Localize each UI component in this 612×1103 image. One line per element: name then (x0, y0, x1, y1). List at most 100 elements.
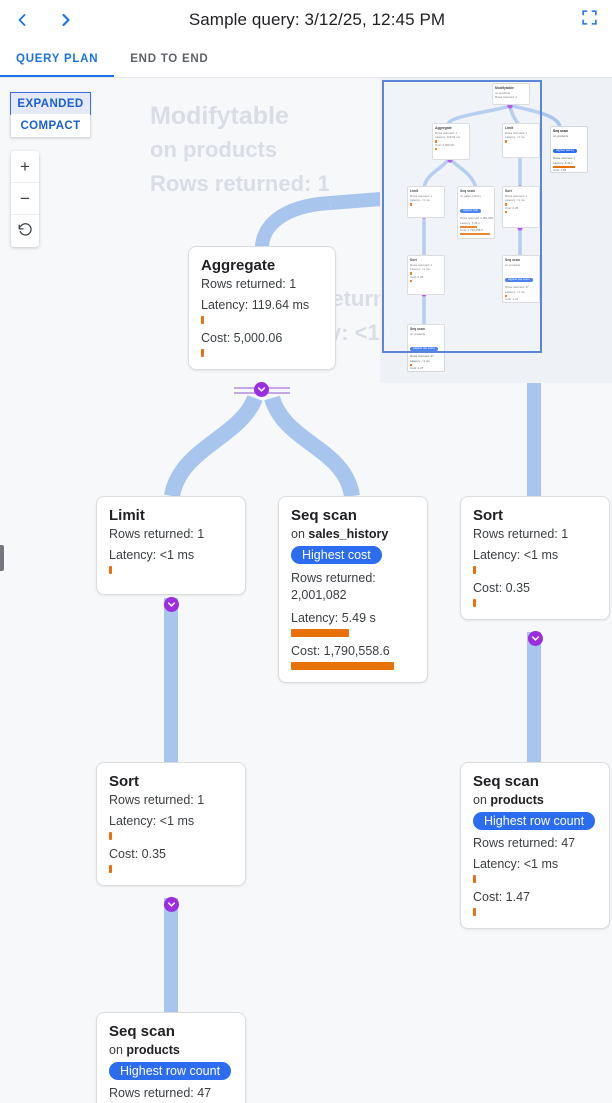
node-cost: Cost: 0.35 (473, 581, 530, 595)
minimap-latency-bar (505, 294, 507, 297)
fullscreen-button[interactable] (566, 0, 612, 40)
previous-query-button[interactable] (0, 0, 44, 40)
node-rows-returned: Rows returned: 1 (473, 527, 569, 541)
tab-query-plan[interactable]: QUERY PLAN (0, 40, 115, 77)
minimap-node-latency: Latency: <1 ms (410, 358, 430, 363)
minimap-node-cost: Cost: 1.47 (410, 366, 424, 371)
on-label: on (109, 1043, 123, 1057)
minimap-node-sub: on products (505, 263, 521, 268)
latency-bar (473, 875, 476, 883)
next-query-button[interactable] (44, 0, 88, 40)
minimap-node-title: Seq scan (460, 189, 475, 193)
minimap-cost-bar (505, 210, 507, 214)
node-title: Seq scan (291, 507, 357, 524)
minimap-node-cost: Cost: 0.35 (410, 275, 424, 280)
tab-query-plan-label: QUERY PLAN (16, 52, 99, 65)
node-sort-left[interactable]: Sort Rows returned: 1 Latency: <1 ms Cos… (96, 762, 246, 886)
minimap-node-rows: Rows returned: 1 (410, 194, 433, 199)
node-title: Aggregate (201, 257, 276, 274)
minimap-node: Limit Rows returned: 1 Latency: <1 ms (502, 123, 540, 158)
minimap-node-sub: on products (410, 332, 426, 337)
minimap-viewport-rect[interactable] (382, 80, 542, 353)
minimap-node-rows: Rows returned: 1 (435, 131, 458, 136)
node-sort-right[interactable]: Sort Rows returned: 1 Latency: <1 ms Cos… (460, 496, 610, 620)
reset-view-button[interactable] (11, 215, 39, 247)
node-rows-returned: Rows returned: 47 (109, 1086, 212, 1100)
minimap-node-sub: on products (495, 91, 511, 96)
minimap-node-title: Aggregate (435, 126, 452, 130)
minimap[interactable]: Modifytable on products Rows returned: 1… (380, 78, 612, 383)
node-rows-returned: Rows returned: 2,001,082 (291, 571, 376, 602)
status-badge-highest-row-count: Highest row count (473, 812, 596, 830)
node-title: Sort (109, 773, 139, 790)
latency-bar (291, 628, 350, 637)
minimap-node-title: Sort (505, 189, 512, 193)
zoom-out-button[interactable]: − (11, 183, 39, 215)
minimap-node-latency: Latency: 119.64 ms (435, 135, 461, 140)
latency-bar (109, 832, 112, 840)
expanded-mode-label: EXPANDED (17, 97, 84, 110)
node-cost: Cost: 1,790,558.6 (291, 643, 390, 658)
minimap-node-sub: on products (553, 134, 569, 139)
minimap-node-latency: Latency: <1 ms (505, 198, 525, 203)
app-header: Sample query: 3/12/25, 12:45 PM (0, 0, 612, 40)
minimap-node-cost: Cost: 5,000.06 (435, 143, 454, 148)
minimap-node: Seq scan on sales_history Highest cost R… (457, 186, 495, 239)
minimap-node-rows: Rows returned: 1 (410, 263, 433, 268)
relation-name: sales_history (308, 527, 389, 541)
node-rows-returned: Rows returned: 47 (473, 836, 576, 850)
minimap-edges (421, 103, 562, 326)
node-latency: Latency: <1 ms (473, 857, 559, 871)
minimap-node-cost: Cost: 1,790,558.6 (460, 228, 483, 233)
minimap-node-title: Seq scan (505, 258, 520, 262)
minimap-latency-bar (460, 225, 477, 228)
node-limit[interactable]: Limit Rows returned: 1 Latency: <1 ms (96, 496, 246, 595)
node-latency: Latency: <1 ms (109, 548, 195, 562)
minimap-node-cost: Cost: 1.53 (553, 168, 567, 173)
tab-bar: QUERY PLAN END TO END (0, 40, 612, 78)
node-seq-scan-products-bottom[interactable]: Seq scan on products Highest row count R… (96, 1012, 246, 1103)
minimap-node-title: Limit (505, 126, 514, 130)
minimap-node-latency: Latency: <1 ms (505, 135, 525, 140)
node-seq-scan-products-right[interactable]: Seq scan on products Highest row count R… (460, 762, 610, 929)
minimap-node-rows: Rows returned: 1 (505, 194, 528, 199)
collapse-toggle-sort-left[interactable] (164, 897, 179, 912)
node-title: Seq scan (109, 1023, 175, 1040)
minimap-node-cost: Cost: 1.47 (505, 297, 519, 302)
node-latency: Latency: 119.64 ms (201, 298, 310, 312)
compact-mode-button[interactable]: COMPACT (11, 114, 90, 137)
collapse-toggle-aggregate[interactable] (254, 382, 269, 397)
minimap-latency-bar (505, 203, 507, 206)
node-aggregate[interactable]: Aggregate Rows returned: 1 Latency: 119.… (188, 246, 336, 370)
minimap-cost-bar (460, 233, 490, 236)
status-badge-highest-cost: Highest cost (291, 546, 382, 564)
minimap-latency-bar (410, 272, 412, 275)
minimap-node-sub: on sales_history (460, 194, 481, 199)
minimap-latency-bar (505, 140, 507, 143)
minimap-status-badge: Highest row count (505, 277, 533, 282)
tab-end-to-end[interactable]: END TO END (114, 40, 224, 77)
minimap-node-title: Sort (410, 258, 417, 262)
node-title: Seq scan (473, 773, 539, 790)
chevron-left-icon (12, 10, 32, 30)
node-title: Sort (473, 507, 503, 524)
minimap-node-rows: Rows returned: 47 (410, 354, 434, 359)
side-drawer-handle[interactable] (0, 545, 4, 571)
collapse-toggle-limit[interactable] (164, 597, 179, 612)
minimap-node-latency: Latency: <1 ms (505, 289, 525, 294)
relation-name: products (490, 793, 544, 807)
minimap-status-badge: Highest latency (553, 148, 578, 153)
minimap-node: Seq scan on products Highest latency Row… (550, 126, 588, 173)
minimap-node: Sort Rows returned: 1 Latency: <1 ms Cos… (502, 186, 540, 228)
tab-end-to-end-label: END TO END (130, 52, 209, 65)
plan-canvas[interactable]: Modifytable on products Rows returned: 1… (0, 78, 612, 1103)
node-seq-scan-sales-history[interactable]: Seq scan on sales_history Highest cost R… (278, 496, 428, 683)
zoom-in-button[interactable]: + (11, 151, 39, 183)
expanded-mode-button[interactable]: EXPANDED (10, 92, 91, 115)
minimap-node-rows: Rows returned: 2,001,082 (460, 216, 494, 221)
collapse-toggle-sort-right[interactable] (528, 631, 543, 646)
node-relation: on sales_history (291, 527, 415, 541)
plus-icon: + (20, 157, 30, 176)
cost-bar (473, 599, 476, 607)
